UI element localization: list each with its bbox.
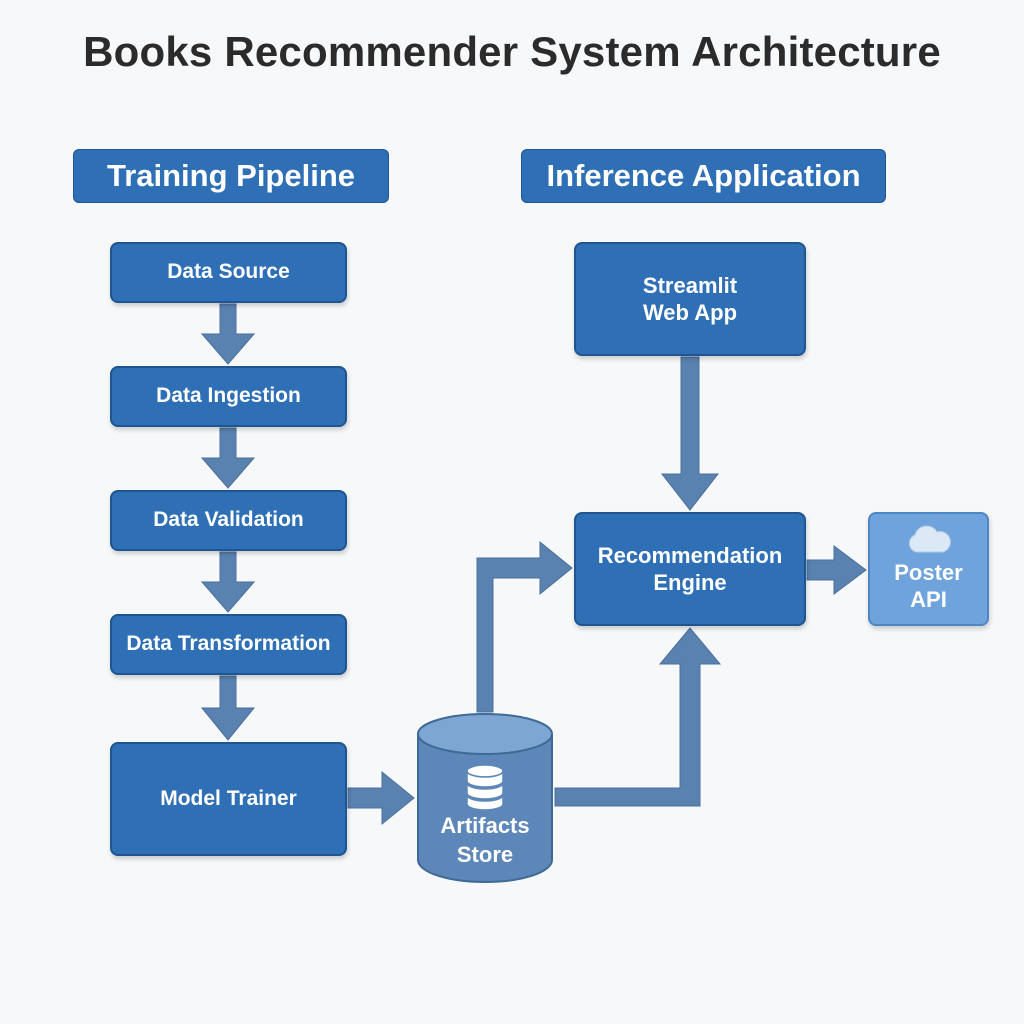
arrow-transformation-to-model (200, 675, 256, 741)
data-source-label: Data Source (167, 260, 290, 284)
arrow-streamlit-to-engine (660, 356, 720, 511)
arrow-source-to-ingestion (200, 303, 256, 365)
engine-label-line2: Engine (653, 570, 727, 595)
recommendation-engine-node: Recommendation Engine (574, 512, 806, 626)
engine-label-line1: Recommendation (597, 542, 783, 568)
arrow-model-to-artifacts (347, 770, 415, 826)
data-transformation-node: Data Transformation (110, 614, 347, 675)
artifacts-store-label: Artifacts Store (416, 812, 554, 869)
poster-label-line1: Poster (894, 559, 963, 585)
arrow-validation-to-transformation (200, 551, 256, 613)
arrow-ingestion-to-validation (200, 427, 256, 489)
page-title: Books Recommender System Architecture (83, 28, 941, 75)
artifacts-store-label-line2: Store (456, 841, 514, 867)
training-pipeline-header: Training Pipeline (73, 149, 389, 203)
poster-label-line2: API (910, 587, 947, 612)
data-source-node: Data Source (110, 242, 347, 303)
database-icon (466, 764, 504, 810)
streamlit-label-line2: Web App (642, 300, 738, 325)
arrow-engine-to-poster (806, 545, 867, 595)
arrow-artifacts-to-engine-lower (554, 627, 722, 807)
model-trainer-node: Model Trainer (110, 742, 347, 856)
model-trainer-label: Model Trainer (160, 786, 297, 810)
poster-api-node: Poster API (868, 512, 989, 626)
data-ingestion-node: Data Ingestion (110, 366, 347, 427)
data-validation-node: Data Validation (110, 490, 347, 551)
data-ingestion-label: Data Ingestion (156, 384, 301, 408)
data-validation-label: Data Validation (153, 508, 304, 532)
streamlit-label-line1: Streamlit (642, 272, 738, 298)
data-transformation-label: Data Transformation (126, 632, 331, 656)
inference-application-header: Inference Application (521, 149, 886, 203)
arrow-artifacts-to-engine-upper (476, 540, 573, 713)
streamlit-web-app-node: Streamlit Web App (574, 242, 806, 356)
artifacts-store-label-line1: Artifacts (440, 813, 530, 838)
cloud-icon (908, 525, 951, 552)
